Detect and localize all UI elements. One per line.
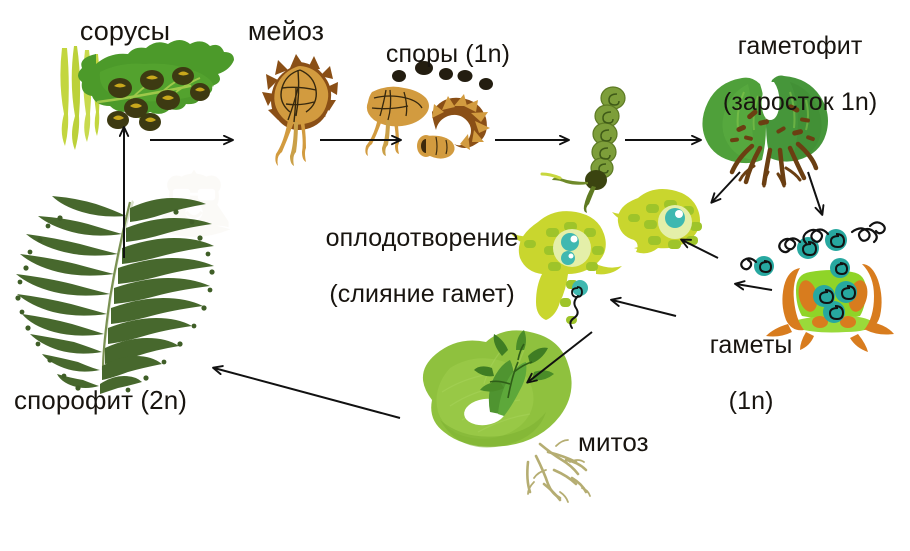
label-meiosis: мейоз <box>247 16 325 46</box>
arrow-gametes-to-fertilization-lower <box>610 296 677 317</box>
free-sperm-cells <box>740 221 886 278</box>
arrow-gametes-to-fertilization-upper <box>680 238 719 259</box>
label-gametes-line1: гаметы <box>709 331 793 359</box>
arrow-gametes-right-feed <box>734 280 773 291</box>
watermark-bear-logo <box>157 169 231 237</box>
germinating-spore-illustration <box>540 86 626 213</box>
arrow-mitosis-to-sporophyte <box>212 365 401 419</box>
label-sporophyte: спорофит (2n) <box>14 385 188 415</box>
sori-leaf-illustration <box>60 40 234 150</box>
label-fertilization: оплодотворение (слияние гамет) <box>282 196 534 336</box>
label-sori: сорусы <box>79 16 171 46</box>
arrow-zygote-to-mitosis <box>526 331 593 384</box>
sperm-cells-inside <box>813 281 857 323</box>
label-gametes-line2: (1n) <box>728 387 774 415</box>
label-gametophyte-line1: гаметофит <box>737 32 863 60</box>
label-spores: споры (1n) <box>385 40 511 68</box>
young-sporophyte-illustration <box>422 330 591 503</box>
label-gametophyte-line2: (заросток 1n) <box>722 88 878 116</box>
sporangium-illustration <box>262 54 338 166</box>
label-fertilization-line1: оплодотворение <box>325 224 519 252</box>
label-fertilization-line2: (слияние гамет) <box>329 280 515 308</box>
arrow-gametophyte-to-antheridium <box>807 171 825 216</box>
arrow-gametophyte-to-archegonium <box>710 171 741 204</box>
label-mitosis: митоз <box>578 427 649 457</box>
label-gametophyte: гаметофит (заросток 1n) <box>662 4 910 144</box>
sorus-cluster <box>107 67 210 131</box>
open-sporangium-illustration <box>365 61 493 159</box>
label-gametes: гаметы (1n) <box>672 303 802 443</box>
